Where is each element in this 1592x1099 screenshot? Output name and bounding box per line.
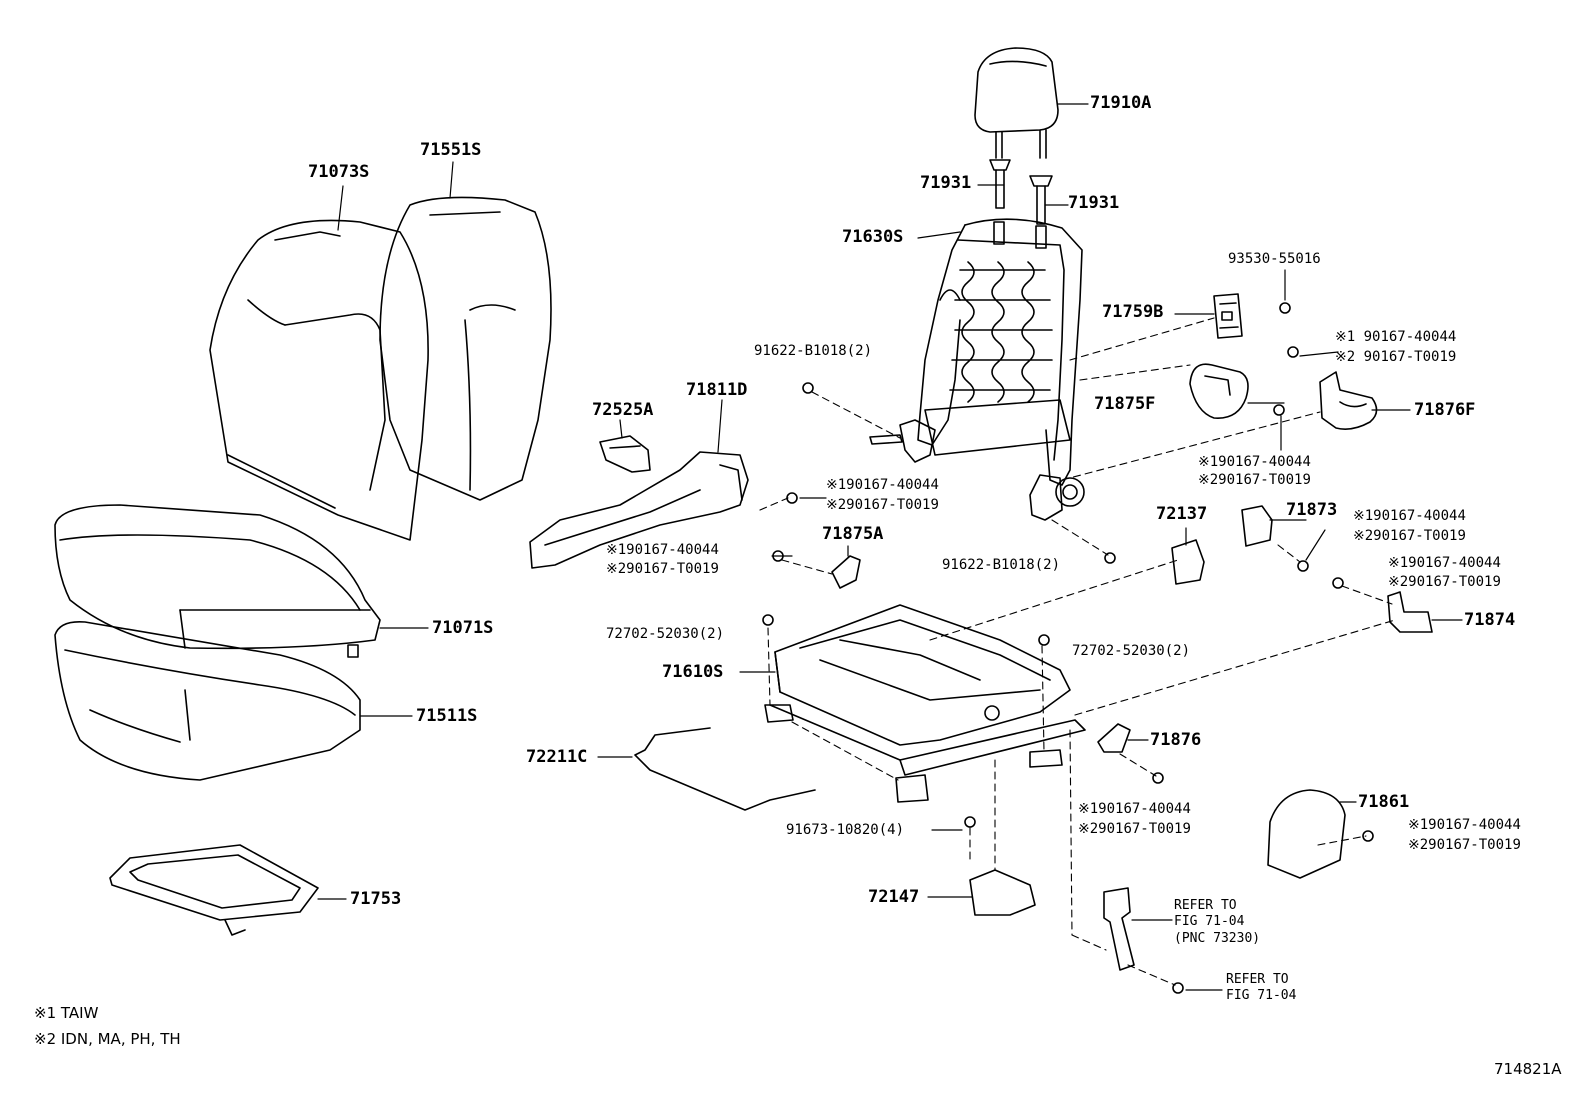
part-label-93530-55016: 93530-55016	[1228, 251, 1321, 267]
note-label-8b: ※290167-T0019	[1408, 837, 1521, 853]
part-label-72137: 72137	[1156, 504, 1208, 524]
legend-note-1: ※1 TAIW	[34, 1004, 99, 1022]
part-label-71759b: 71759B	[1102, 302, 1164, 322]
bracket-71876-drawing	[1097, 723, 1131, 753]
part-label-72147: 72147	[868, 887, 920, 907]
note-label-3b: ※290167-T0019	[826, 497, 939, 513]
note-label-3a: ※190167-40044	[826, 477, 939, 493]
part-label-72525a: 72525A	[592, 400, 654, 420]
part-label-71610s: 71610S	[662, 662, 724, 682]
note-label-2a: ※190167-40044	[1198, 454, 1311, 470]
reference-note-buckle: REFER TO FIG 71-04 (PNC 73230)	[1174, 898, 1261, 946]
part-label-71071s: 71071S	[432, 618, 494, 638]
part-label-71876: 71876	[1150, 730, 1202, 750]
part-label-72211c: 72211C	[526, 747, 588, 767]
seatback-cover-drawing	[379, 196, 552, 501]
part-label-91622-lower: 91622-B1018(2)	[942, 557, 1061, 573]
leader-lines	[317, 103, 1463, 991]
part-label-72702-left: 72702-52030(2)	[606, 626, 725, 642]
part-label-71753: 71753	[350, 889, 402, 909]
part-label-71874: 71874	[1464, 610, 1516, 630]
seat-track-drawing	[764, 604, 1086, 803]
cover-71861-drawing	[1267, 789, 1346, 879]
bracket-71873-drawing	[1241, 505, 1273, 547]
bracket-71874-drawing	[1387, 591, 1433, 633]
part-label-71551s: 71551S	[420, 140, 482, 160]
wire-72211c-drawing	[634, 727, 816, 811]
note-label-1a: ※1 90167-40044	[1335, 329, 1457, 345]
bolt-drawings	[762, 302, 1374, 994]
seatback-pad-drawing	[209, 219, 429, 541]
note-label-5a: ※190167-40044	[1353, 508, 1466, 524]
note-label-8a: ※190167-40044	[1408, 817, 1521, 833]
cover-71876f-drawing	[1319, 371, 1378, 430]
part-label-71811d: 71811D	[686, 380, 748, 400]
note-label-1b: ※2 90167-T0019	[1335, 349, 1457, 365]
part-label-71876f: 71876F	[1414, 400, 1476, 420]
note-label-6a: ※190167-40044	[1388, 555, 1501, 571]
frame-71753-drawing	[109, 844, 319, 936]
note-label-4a: ※190167-40044	[606, 542, 719, 558]
part-label-71875f: 71875F	[1094, 394, 1156, 414]
part-label-71931-right: 71931	[1068, 193, 1120, 213]
part-label-72702-right: 72702-52030(2)	[1072, 643, 1191, 659]
note-label-7a: ※190167-40044	[1078, 801, 1191, 817]
legend-note-2: ※2 IDN, MA, PH, TH	[34, 1030, 181, 1048]
seat-cushion-pad-drawing	[54, 620, 361, 781]
part-label-71511s: 71511S	[416, 706, 478, 726]
shield-parts-drawing	[529, 435, 749, 569]
seatback-frame-drawing	[869, 218, 1085, 521]
part-label-71873: 71873	[1286, 500, 1338, 520]
bracket-72137-drawing	[1171, 539, 1205, 585]
knob-71759b-drawing	[1213, 293, 1243, 339]
figure-id: 714821A	[1494, 1060, 1562, 1078]
part-label-71910a: 71910A	[1090, 93, 1152, 113]
note-label-7b: ※290167-T0019	[1078, 821, 1191, 837]
assembly-dashed-lines	[759, 317, 1396, 986]
note-label-5b: ※290167-T0019	[1353, 528, 1466, 544]
part-label-71875a: 71875A	[822, 524, 884, 544]
seat-cushion-cover-drawing	[54, 504, 381, 658]
bracket-72147-drawing	[969, 869, 1036, 916]
note-label-4b: ※290167-T0019	[606, 561, 719, 577]
part-label-71931-left: 71931	[920, 173, 972, 193]
part-label-91673: 91673-10820(4)	[786, 822, 905, 838]
part-label-91622-upper: 91622-B1018(2)	[754, 343, 873, 359]
note-label-6b: ※290167-T0019	[1388, 574, 1501, 590]
headrest-guide-drawing	[989, 159, 1053, 225]
note-label-2b: ※290167-T0019	[1198, 472, 1311, 488]
part-label-71073s: 71073S	[308, 162, 370, 182]
part-label-71861: 71861	[1358, 792, 1410, 812]
buckle-drawing	[1103, 887, 1135, 971]
headrest-drawing	[974, 47, 1059, 159]
reference-note-bolt: REFER TO FIG 71-04	[1226, 972, 1297, 1004]
part-label-71630s: 71630S	[842, 227, 904, 247]
cover-71875f-drawing	[1189, 363, 1249, 419]
bracket-71875a-drawing	[831, 555, 861, 589]
